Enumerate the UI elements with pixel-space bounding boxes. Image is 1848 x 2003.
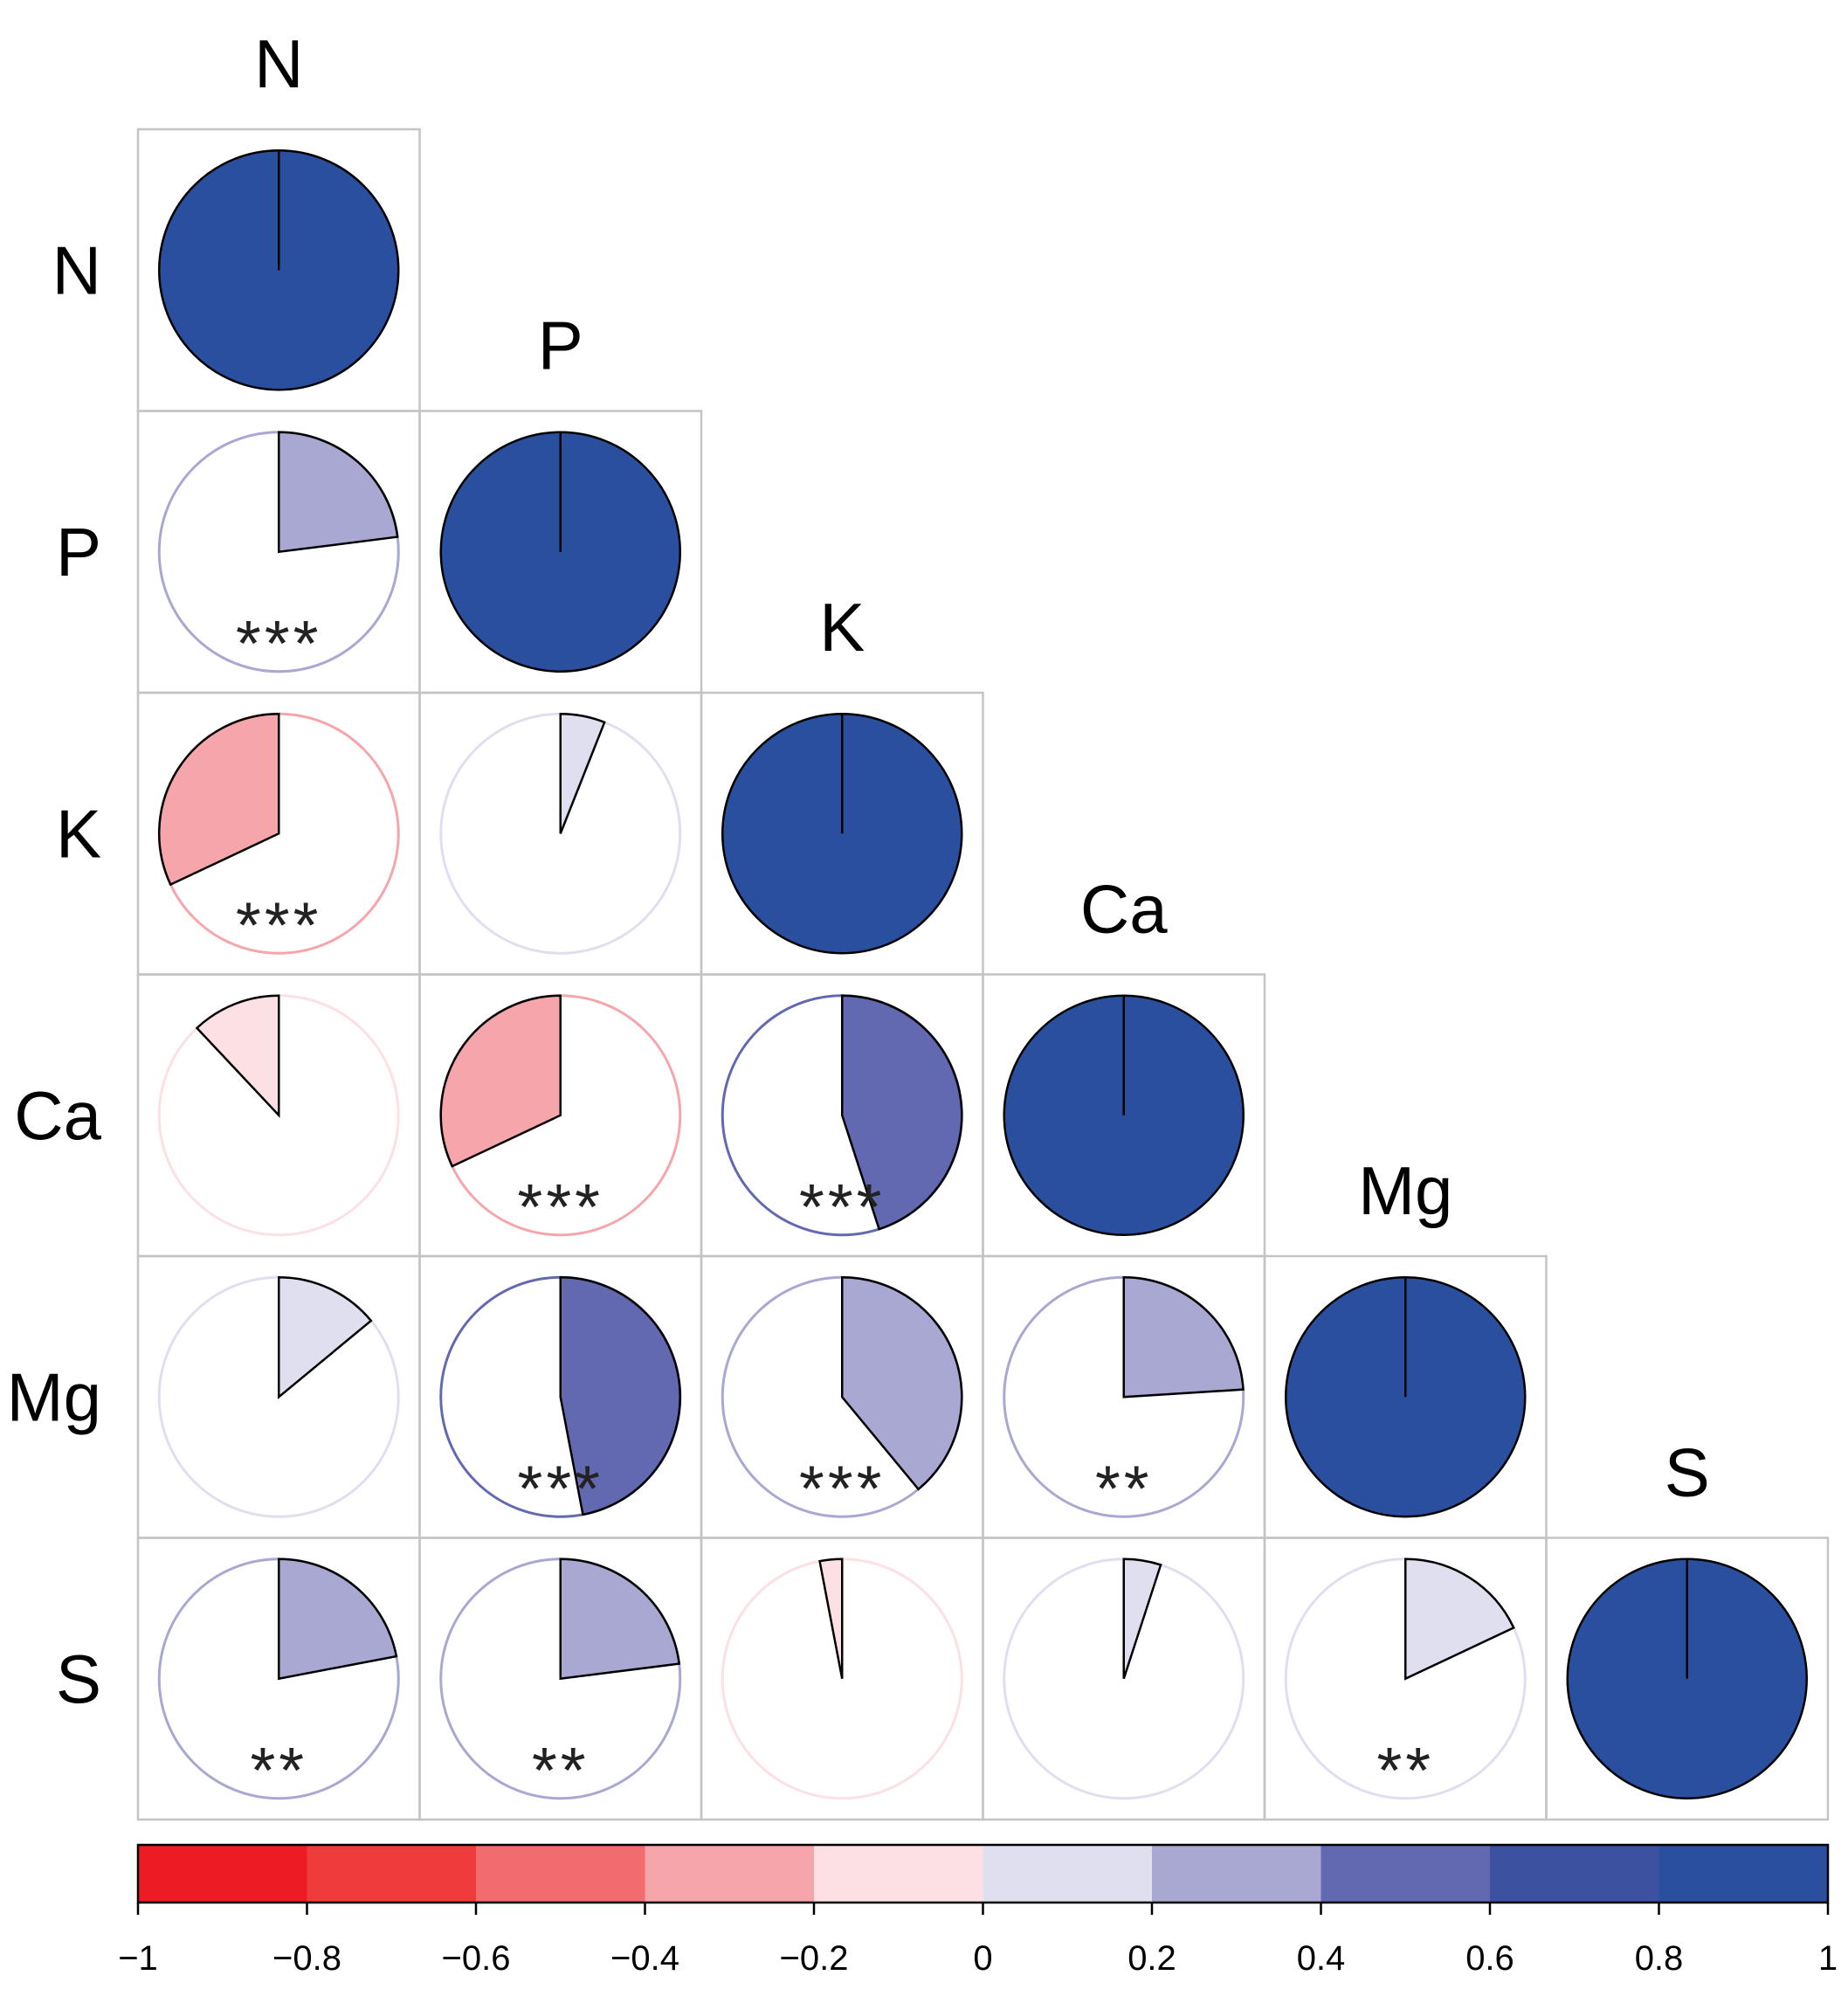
cell-s-ca-pie [1122, 1558, 1162, 1680]
colorbar-segment [645, 1845, 815, 1903]
cell-mg-p-pie [559, 1275, 681, 1516]
cell-s-p-pie [559, 1558, 681, 1681]
colorbar-segment [307, 1845, 477, 1903]
row-label-s: S [56, 1640, 101, 1717]
colorbar-tick-label: −0.2 [780, 1939, 849, 1978]
colorbar-segment [1152, 1845, 1321, 1903]
cell-ca-k-pie [841, 994, 963, 1231]
cell-k-n-significance: *** [236, 888, 321, 961]
cell-s-mg-pie [1404, 1558, 1515, 1681]
cell-p-n-pie [278, 431, 399, 554]
row-label-p: P [56, 514, 101, 591]
cell-s-s-border [1545, 1537, 1830, 1821]
colorbar-segment [1320, 1845, 1491, 1903]
column-label-k: K [819, 589, 865, 666]
cell-k-n-pie [158, 712, 280, 887]
cell-p-n-significance: *** [236, 607, 321, 680]
cell-mg-n-pie [278, 1275, 373, 1399]
cell-mg-p-significance: *** [518, 1452, 603, 1524]
cell-s-p-significance: ** [532, 1734, 590, 1806]
cell-s-k-pie [818, 1558, 844, 1679]
colorbar-segment [138, 1845, 307, 1903]
colorbar-segment [814, 1845, 983, 1903]
colorbar-segment [1658, 1845, 1829, 1903]
row-label-ca: Ca [14, 1077, 101, 1154]
column-label-n: N [254, 25, 303, 102]
colorbar-tick-label: −1 [118, 1939, 158, 1978]
cell-k-p-pie [559, 712, 606, 834]
cell-ca-p-pie [439, 994, 562, 1168]
column-label-ca: Ca [1080, 871, 1168, 948]
cell-s-n-pie [278, 1558, 398, 1681]
cell-mg-ca-pie [1122, 1275, 1245, 1399]
colorbar-tick-label: 0.2 [1127, 1939, 1176, 1978]
colorbar: −1 −0.8 −0.6 −0.4 −0.2 0 0.2 0.4 0.6 0.8 1 [118, 1843, 1838, 1978]
matrix-cells: ************************** [136, 128, 1830, 1821]
cell-mg-ca-significance: ** [1095, 1452, 1153, 1524]
row-label-k: K [56, 795, 101, 872]
cell-mg-k-significance: *** [799, 1452, 885, 1524]
colorbar-tick-label: −0.8 [272, 1939, 341, 1978]
colorbar-segment [1490, 1845, 1659, 1903]
row-label-mg: Mg [7, 1358, 101, 1435]
colorbar-tick-label: −0.4 [610, 1939, 679, 1978]
cell-s-mg-significance: ** [1376, 1734, 1434, 1806]
colorbar-tick-label: 0.6 [1465, 1939, 1514, 1978]
cell-ca-n-pie [195, 994, 280, 1118]
cell-s-n-significance: ** [250, 1734, 307, 1806]
column-label-s: S [1665, 1434, 1710, 1511]
column-label-mg: Mg [1358, 1152, 1452, 1229]
cell-ca-p-significance: *** [518, 1171, 603, 1243]
colorbar-segment [983, 1845, 1153, 1903]
colorbar-tick-label: −0.6 [442, 1939, 511, 1978]
cell-mg-k-pie [841, 1275, 963, 1491]
colorbar-tick-label: 0.4 [1297, 1939, 1346, 1978]
row-label-n: N [52, 231, 101, 308]
column-label-p: P [538, 307, 583, 384]
cell-ca-k-significance: *** [799, 1171, 885, 1243]
colorbar-tick-label: 0.8 [1635, 1939, 1684, 1978]
colorbar-tick-label: 0 [973, 1939, 992, 1978]
colorbar-tick-label: 1 [1818, 1939, 1838, 1978]
colorbar-segment [476, 1845, 645, 1903]
